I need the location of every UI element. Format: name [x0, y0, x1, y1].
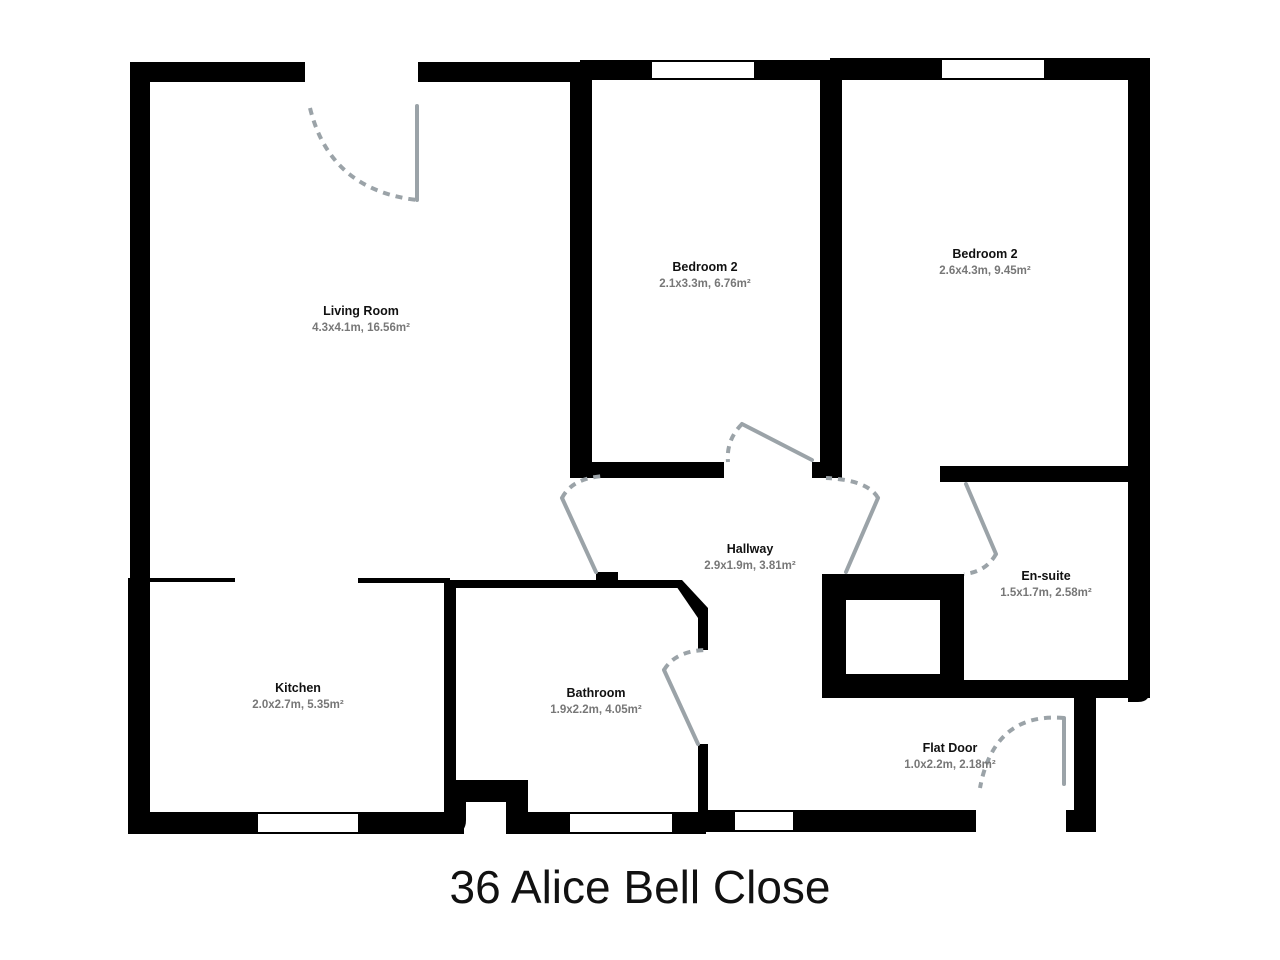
window-bed2: [652, 62, 754, 78]
door-bed3-swing: [825, 476, 880, 500]
wall-bed2-right: [820, 60, 842, 478]
door-bed3-leaf: [844, 496, 880, 574]
room-name: Kitchen: [275, 681, 321, 695]
wall-right-ensuite: [1128, 470, 1150, 692]
door-bed2-swing: [725, 422, 744, 463]
room-labels: Living Room 4.3x4.1m, 16.56m² Bedroom 2 …: [252, 247, 1092, 771]
room-name: Hallway: [727, 542, 774, 556]
window-bathroom: [570, 814, 672, 832]
room-bedroom-2a: Bedroom 2 2.1x3.3m, 6.76m²: [659, 260, 751, 290]
door-flat-swing: [978, 715, 1065, 789]
room-flat-door: Flat Door 1.0x2.2m, 2.18m²: [904, 741, 996, 771]
room-name: Bedroom 2: [952, 247, 1017, 261]
wall-bath-notch-right: [506, 780, 528, 820]
room-name: Living Room: [323, 304, 399, 318]
wall-kitchen-top-left: [130, 578, 235, 582]
wall-left-lower: [128, 578, 150, 818]
plan-title: 36 Alice Bell Close: [449, 861, 831, 913]
windows: [258, 60, 1044, 832]
wall-top-left-2: [418, 62, 580, 82]
door-bed2-leaf: [740, 422, 814, 462]
room-kitchen: Kitchen 2.0x2.7m, 5.35m²: [252, 681, 344, 711]
wall-right-upper: [1128, 58, 1150, 478]
wall-bed2-left: [570, 62, 592, 472]
walls: [128, 58, 1150, 834]
room-bathroom: Bathroom 1.9x2.2m, 4.05m²: [550, 686, 642, 716]
room-en-suite: En-suite 1.5x1.7m, 2.58m²: [1000, 569, 1092, 599]
room-dims: 2.0x2.7m, 5.35m²: [252, 699, 344, 711]
door-living-hall-swing: [560, 474, 605, 499]
door-ensuite-leaf: [964, 482, 998, 556]
wall-flat-right: [1074, 696, 1096, 832]
door-living-hall-leaf: [560, 496, 598, 574]
wall-bath-angle: [672, 580, 708, 618]
wall-left-upper: [130, 62, 150, 582]
wall-kitchen-right: [444, 580, 456, 814]
room-name: En-suite: [1021, 569, 1070, 583]
room-living: Living Room 4.3x4.1m, 16.56m²: [312, 304, 410, 334]
room-dims: 2.6x4.3m, 9.45m²: [939, 265, 1031, 277]
room-name: Flat Door: [923, 741, 978, 755]
room-bedroom-2b: Bedroom 2 2.6x4.3m, 9.45m²: [939, 247, 1031, 277]
door-bath-swing: [662, 648, 709, 672]
door-ensuite-swing: [963, 552, 998, 576]
wall-bed2-door-jamb: [596, 470, 618, 478]
room-dims: 1.9x2.2m, 4.05m²: [550, 704, 642, 716]
room-dims: 4.3x4.1m, 16.56m²: [312, 322, 410, 334]
room-name: Bedroom 2: [672, 260, 737, 274]
wall-bath-right-upper: [698, 616, 708, 650]
room-hallway: Hallway 2.9x1.9m, 3.81m²: [704, 542, 796, 572]
wall-cupboard-bottom: [822, 674, 964, 698]
wall-top-left: [130, 62, 305, 82]
window-kitchen: [258, 814, 358, 832]
room-dims: 1.0x2.2m, 2.18m²: [904, 759, 996, 771]
doors: [308, 104, 1066, 789]
door-bath-leaf: [662, 668, 700, 746]
room-dims: 2.1x3.3m, 6.76m²: [659, 278, 751, 290]
window-hallway: [735, 812, 793, 830]
room-name: Bathroom: [566, 686, 625, 700]
wall-bath-top-jamb: [596, 572, 618, 588]
window-bed3: [942, 60, 1044, 78]
room-dims: 1.5x1.7m, 2.58m²: [1000, 587, 1092, 599]
wall-bed2-bottom-right: [812, 462, 842, 478]
door-living-swing: [308, 107, 418, 202]
wall-bed3-bottom: [940, 466, 1150, 482]
wall-kitchen-top-right: [358, 578, 450, 583]
room-dims: 2.9x1.9m, 3.81m²: [704, 560, 796, 572]
wall-bath-top: [444, 580, 682, 588]
wall-bath-right-lower: [698, 744, 708, 832]
